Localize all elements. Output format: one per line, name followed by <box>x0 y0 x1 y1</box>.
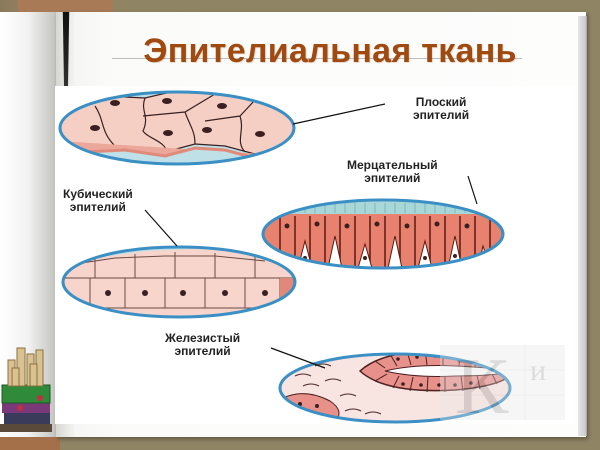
label-cuboidal: Кубический эпителий <box>63 187 133 214</box>
pointer-line <box>144 209 178 247</box>
diagram-panel: Плоский эпителий Мерцательный эпителий К… <box>55 86 575 424</box>
watermark-letter-i: и <box>530 354 546 387</box>
pointer-line <box>292 103 386 125</box>
label-ciliated: Мерцательный эпителий <box>347 158 438 185</box>
title-underline <box>112 58 522 59</box>
pointer-line <box>467 175 478 205</box>
slide-title: Эпителиальная ткань <box>143 32 517 70</box>
squamous-epithelium-illustration <box>58 90 296 166</box>
label-glandular: Железистый эпителий <box>165 331 241 358</box>
bookmark-ribbon <box>62 12 70 87</box>
page-edge <box>578 16 587 436</box>
cuboidal-epithelium-illustration <box>61 245 297 319</box>
watermark-letter-k: К <box>455 345 509 420</box>
pointer-line <box>270 347 326 369</box>
books-scrolls-decoration <box>0 340 55 435</box>
watermark-logo: К и <box>440 343 565 431</box>
label-squamous: Плоский эпителий <box>413 95 470 122</box>
background-texture-top <box>18 0 113 14</box>
ciliated-epithelium-illustration <box>261 198 505 270</box>
epithelium-diagram <box>58 90 512 424</box>
